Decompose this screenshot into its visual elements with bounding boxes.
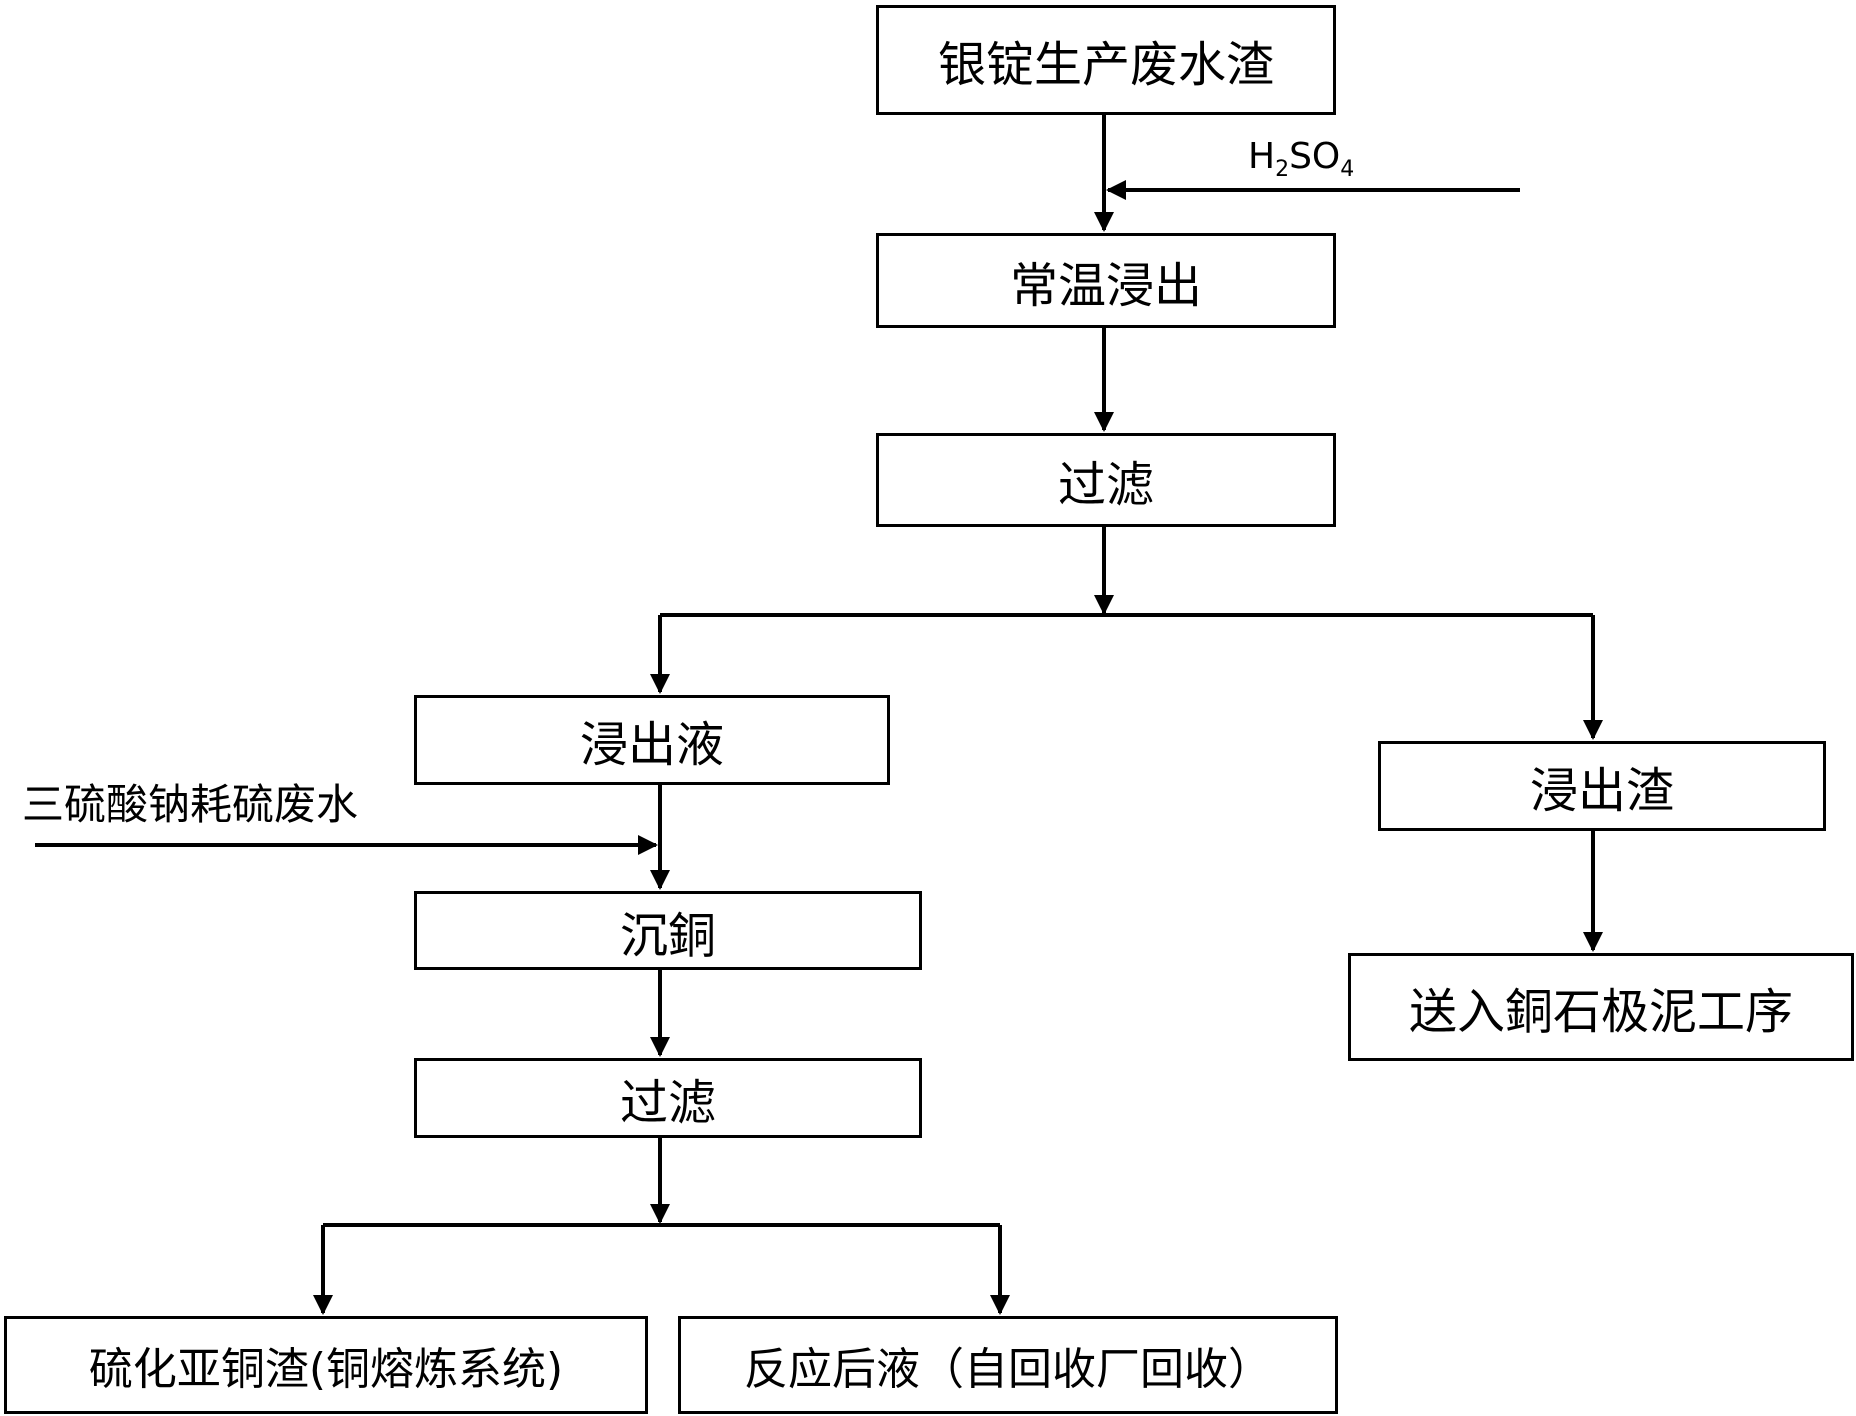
label-h2so4: H2SO4 (1248, 136, 1354, 182)
node-precip: 沉銅 (414, 891, 922, 970)
node-send: 送入銅石极泥工序 (1348, 953, 1854, 1061)
h2so4-sub2: 2 (1275, 157, 1290, 183)
node-leach-residue: 浸出渣 (1378, 741, 1826, 831)
label-reagent: 三硫酸钠耗硫废水 (22, 780, 359, 829)
node-filter1: 过滤 (876, 433, 1336, 527)
node-leach: 常温浸出 (876, 233, 1336, 328)
h2so4-sub4: 4 (1340, 157, 1355, 183)
node-leachate: 浸出液 (414, 695, 890, 785)
node-start: 银锭生产废水渣 (876, 5, 1336, 115)
node-filter2: 过滤 (414, 1058, 922, 1138)
node-product1: 硫化亚铜渣(铜熔炼系统) (4, 1316, 648, 1414)
h2so4-h: H (1248, 136, 1276, 177)
h2so4-so: SO (1289, 136, 1341, 177)
node-product2: 反应后液（自回收厂回收） (678, 1316, 1338, 1414)
